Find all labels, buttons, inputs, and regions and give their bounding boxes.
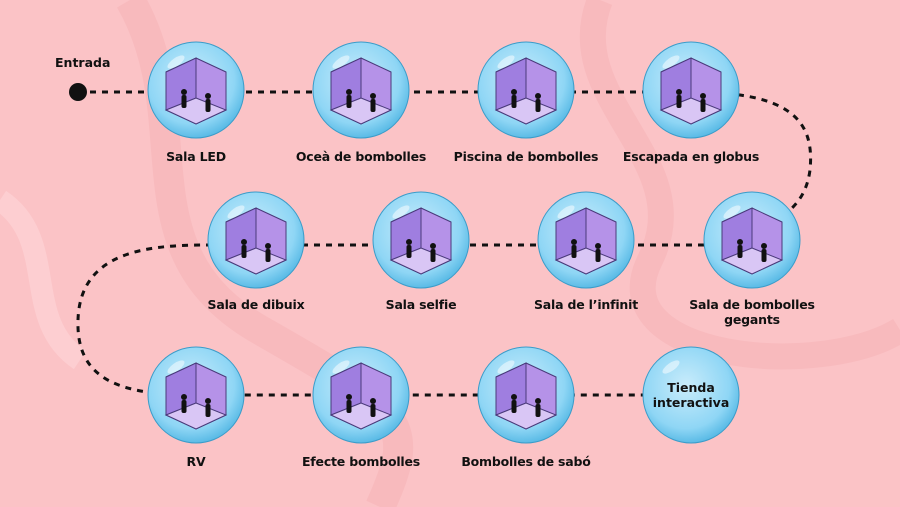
- bubble-icon: [372, 191, 470, 289]
- room-bubble-efecte-bombolles[interactable]: [311, 345, 411, 445]
- room-bubble-bombolles-de-sab[interactable]: [476, 345, 576, 445]
- bubble-icon: [147, 41, 245, 139]
- bubble-icon: [477, 41, 575, 139]
- room-bubble-piscina-de-bombolles[interactable]: [476, 40, 576, 140]
- room-bubble-sala-de-bombolles-gegants[interactable]: [702, 190, 802, 290]
- room-label: Sala selfie: [385, 297, 457, 312]
- room-bubble-sala-de-dibuix[interactable]: [206, 190, 306, 290]
- bubble-icon: [642, 41, 740, 139]
- bubble-icon: [312, 346, 410, 444]
- room-bubble-escapada-en-globus[interactable]: [641, 40, 741, 140]
- bubble-icon: [207, 191, 305, 289]
- bubble-icon: [537, 191, 635, 289]
- room-label: Sala de dibuix: [207, 297, 305, 312]
- room-bubble-sala-de-l-infinit[interactable]: [536, 190, 636, 290]
- room-bubble-rv[interactable]: [146, 345, 246, 445]
- entrance-label: Entrada: [55, 55, 111, 70]
- room-label: RV: [186, 454, 206, 469]
- room-bubble-tienda-interactiva[interactable]: Tienda interactiva: [641, 345, 741, 445]
- room-label: Sala de l’infinit: [534, 297, 638, 312]
- room-bubble-sala-led[interactable]: [146, 40, 246, 140]
- room-label: Sala LED: [166, 149, 226, 164]
- bubble-icon: [312, 41, 410, 139]
- room-label: Sala de bombolles gegants: [689, 297, 815, 327]
- bubble-icon: [703, 191, 801, 289]
- room-label: Efecte bombolles: [301, 454, 421, 469]
- room-bubble-oce-de-bombolles[interactable]: [311, 40, 411, 140]
- room-bubble-sala-selfie[interactable]: [371, 190, 471, 290]
- entrance-dot: [69, 83, 87, 101]
- room-label: Bombolles de sabó: [461, 454, 591, 469]
- bubble-icon: [147, 346, 245, 444]
- room-label: Tienda interactiva: [652, 380, 730, 410]
- bubble-icon: [642, 346, 740, 444]
- room-label: Escapada en globus: [622, 149, 760, 164]
- room-label: Piscina de bombolles: [453, 149, 599, 164]
- bubble-icon: [477, 346, 575, 444]
- room-label: Oceà de bombolles: [295, 149, 427, 164]
